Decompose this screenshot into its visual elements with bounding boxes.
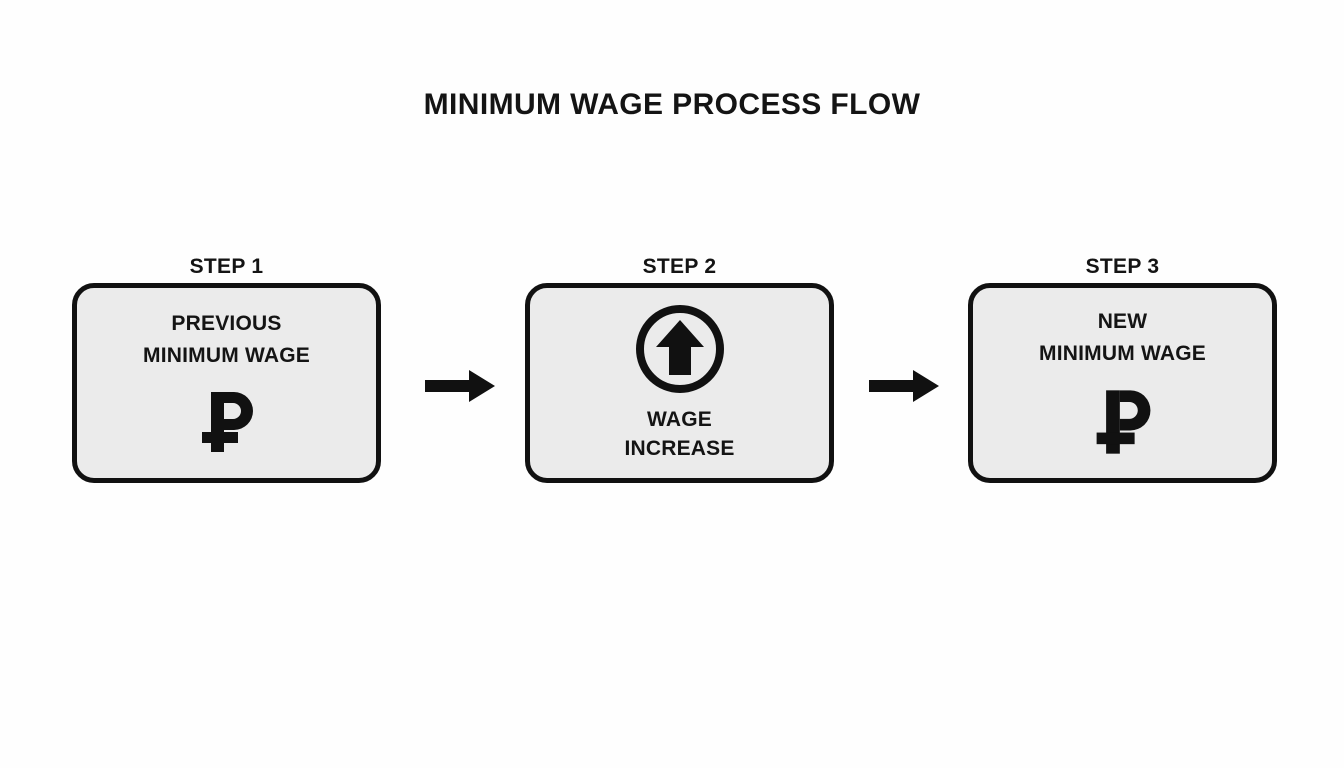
step-box-1[interactable]: PREVIOUS MINIMUM WAGE	[72, 283, 381, 483]
ruble-sign-icon	[197, 386, 257, 458]
page-title: MINIMUM WAGE PROCESS FLOW	[423, 88, 921, 121]
step-box-3[interactable]: NEW MINIMUM WAGE	[968, 283, 1277, 483]
step-group-2: STEP 2 WAGE INCREASE	[525, 254, 834, 483]
arrow-step1-to-step2-icon	[425, 366, 497, 406]
ruble-sign-icon	[1091, 384, 1155, 460]
step-3-heading: NEW MINIMUM WAGE	[1039, 310, 1206, 365]
step-2-caption: WAGE INCREASE	[624, 408, 735, 460]
circled-up-arrow-icon	[634, 303, 726, 395]
step-group-3: STEP 3 NEW MINIMUM WAGE	[968, 254, 1277, 483]
step-label-3: STEP 3	[1085, 255, 1160, 278]
step-1-heading: PREVIOUS MINIMUM WAGE	[143, 312, 310, 367]
step-label-1: STEP 1	[189, 255, 264, 278]
step-label-2: STEP 2	[642, 255, 717, 278]
step-box-2[interactable]: WAGE INCREASE	[525, 283, 834, 483]
arrow-step2-to-step3-icon	[869, 366, 941, 406]
step-group-1: STEP 1 PREVIOUS MINIMUM WAGE	[72, 254, 381, 483]
